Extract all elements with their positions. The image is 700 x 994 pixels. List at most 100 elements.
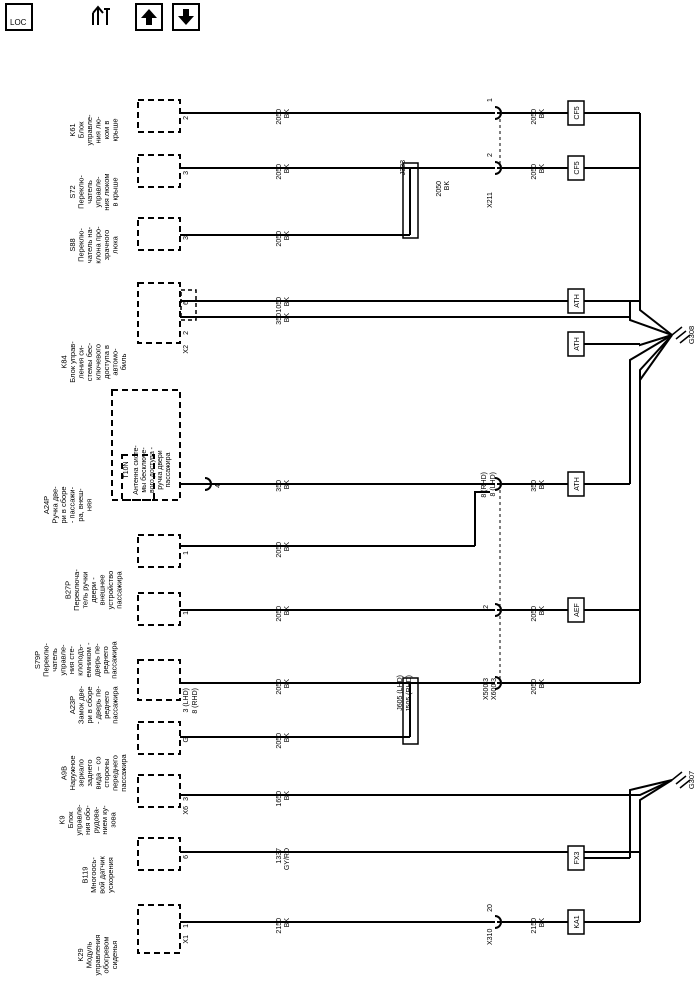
page-down-button[interactable] (172, 3, 200, 31)
wire-color-label: BK (284, 231, 291, 241)
component-label-s72: управле- (93, 176, 102, 208)
wire-circuit-label: 2050 (276, 733, 283, 749)
wire-color-label: BK (284, 918, 291, 928)
loc-button[interactable]: LOC (5, 3, 33, 31)
wire-circuit-label: 350 (276, 480, 283, 492)
component-label-s88: клона про- (93, 226, 102, 264)
component-label-s79p: управле- (58, 644, 67, 676)
connector-label: X211 (487, 192, 494, 208)
tree-tool-button[interactable] (89, 3, 117, 31)
component-label-s88: люка (110, 235, 119, 253)
pin-label: 8 (RHD) (192, 688, 199, 714)
location-label: CF5 (574, 161, 581, 174)
component-label-k61: K61 (68, 123, 77, 136)
wire-color-label: BK (284, 733, 291, 743)
wire-circuit-label: 350 (276, 313, 283, 325)
component-label-b27p: пассажира (115, 570, 124, 608)
wire-circuit-label: 1650 (276, 791, 283, 807)
pin-label: X1 (183, 935, 190, 944)
component-label-s88: чатель на- (85, 226, 94, 263)
wire-color-label: GY/RD (284, 848, 291, 870)
wire-circuit-label: 1050 (276, 297, 283, 313)
ground-bus-g307 (180, 779, 673, 796)
component-label-s79p: ния сте- (67, 645, 76, 674)
page-up-button[interactable] (135, 3, 163, 31)
connector-arc (494, 106, 502, 120)
splice-label: J605 (LHD) (397, 675, 404, 711)
component-label-k29: обогревом (102, 937, 111, 974)
wire-color-label: BK (284, 297, 291, 307)
component-box (137, 659, 181, 701)
component-label-b119: B119 (80, 867, 89, 884)
component-label-k84: ления си- (76, 345, 85, 379)
connector-pin-label: 1 (487, 98, 494, 102)
component-label-b27p: тель ручки (81, 572, 90, 609)
component-label-a24p: A24P (42, 496, 51, 514)
component-label-a9b: A9B (59, 766, 68, 780)
component-box (137, 99, 181, 133)
component-label-s79p: S79P (33, 651, 42, 669)
component-label-k61: управле- (85, 114, 94, 146)
component-label-a23p: реднего (102, 691, 111, 719)
component-label-s88: зрачного (102, 230, 111, 261)
connector-label: X600 (491, 684, 498, 700)
wire-circuit-label: 2050 (436, 181, 443, 197)
component-label-k29: K29 (76, 948, 85, 961)
connector-arc (494, 161, 502, 175)
pin-label: 3 (183, 236, 190, 240)
wire-color-label: BK (444, 181, 451, 191)
ground-bus-g307 (639, 779, 673, 922)
component-label-k9: зова (109, 811, 118, 827)
component-label-s72: чатель (85, 180, 94, 204)
component-label-k84: Блок управ- (68, 341, 77, 383)
wire-circuit-label: 2050 (531, 606, 538, 622)
component-label-b27p: Переключа- (72, 569, 81, 611)
component-label-a23p: - дверь пе- (93, 686, 102, 724)
ground-symbol (671, 326, 691, 344)
connector-arc (494, 477, 502, 491)
connector-label: X500 (483, 684, 490, 700)
wire (474, 491, 490, 546)
connector-pin-label: 3 (491, 678, 498, 682)
component-label-a23p: ри в сборе (85, 686, 94, 723)
pin-label: 1 (183, 924, 190, 928)
wire-circuit-label: 2150 (531, 918, 538, 934)
location-label: ATH (574, 337, 581, 350)
wire-circuit-label: 2150 (276, 918, 283, 934)
ground-bus-g308 (639, 113, 673, 336)
component-label-k84: стемы бес- (85, 342, 94, 381)
component-label-k9: ния обо- (83, 805, 92, 835)
component-label-k29: сиденья (110, 941, 119, 970)
component-label-b119: вой датчик (97, 856, 106, 894)
splice-j333 (402, 162, 419, 239)
component-box (137, 282, 181, 344)
wire-circuit-label: 2050 (531, 109, 538, 125)
component-label-s79p: чатель (50, 648, 59, 672)
tree-wrench-icon (92, 5, 110, 25)
ground-bus-g308 (629, 301, 673, 336)
component-label-t10n: T10N (123, 461, 130, 478)
component-label-s72: S72 (68, 185, 77, 198)
ground-bus-g307 (629, 779, 673, 858)
component-label-k84: биль (119, 354, 128, 371)
component-label-k61: крыше (110, 118, 119, 141)
component-label-k29: управления (93, 935, 102, 976)
ground-label: G307 (687, 771, 696, 789)
component-label-s79p: реднего (101, 646, 110, 674)
wire-color-label: BK (284, 313, 291, 323)
connector-pin-label: 2 (483, 605, 490, 609)
component-label-k84: K84 (59, 355, 68, 368)
component-label-a9b: вида – со (93, 756, 102, 789)
ground-symbol (671, 771, 691, 789)
component-label-t10n: ручка двери (157, 450, 164, 490)
wire-color-label: BK (284, 542, 291, 552)
component-label-b27p: устройство (106, 571, 115, 610)
component-label-k9: Блок (66, 811, 75, 828)
component-label-s72: ния люком (102, 173, 111, 210)
component-box (137, 904, 181, 954)
component-label-k61: Блок (76, 121, 85, 138)
ground-bus-g308 (639, 334, 673, 347)
component-label-a9b: заднего (85, 759, 94, 786)
component-label-a9b: Наружное (68, 755, 77, 790)
wire-color-label: BK (284, 679, 291, 689)
